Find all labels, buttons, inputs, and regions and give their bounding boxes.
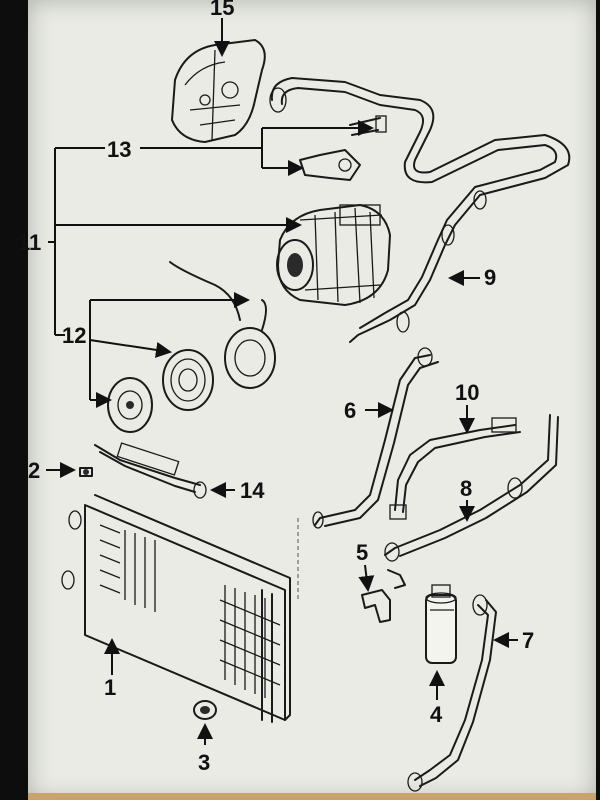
part-5-bracket [361,569,406,623]
callout-11: 11 [18,230,41,255]
callout-8: 8 [460,476,472,501]
part-11-compressor [276,204,391,306]
part-12-clutch [107,261,276,433]
part-8-hose [384,414,559,562]
part-2-fitting [79,467,93,477]
bottom-border [28,793,596,800]
diagram-page [28,0,596,800]
part-14-pipe [94,442,207,499]
callout-2: 2 [28,458,40,483]
callout-12: 12 [62,323,86,348]
callout-3: 3 [198,750,210,775]
callout-4: 4 [430,702,443,727]
callout-6: 6 [344,398,356,423]
callout-labels: 15 13 11 12 9 6 10 8 2 14 5 7 4 1 3 [18,0,534,775]
leader-lines [46,18,518,745]
part-9-hose [269,77,571,343]
part-3-grommet [193,700,217,720]
callout-10: 10 [455,380,479,405]
part-4-drier [425,584,457,664]
part-7-hose [407,594,497,792]
callout-5: 5 [356,540,368,565]
part-1-condenser [61,494,291,723]
callout-14: 14 [240,478,265,503]
callout-7: 7 [522,628,534,653]
part-15-housing [171,39,266,143]
part-10-pipe [389,417,521,520]
part-6-hose [312,347,439,529]
callout-13: 13 [107,137,131,162]
part-13-fittings [299,115,387,181]
callout-15: 15 [210,0,234,20]
callout-9: 9 [484,265,496,290]
callout-1: 1 [104,675,116,700]
